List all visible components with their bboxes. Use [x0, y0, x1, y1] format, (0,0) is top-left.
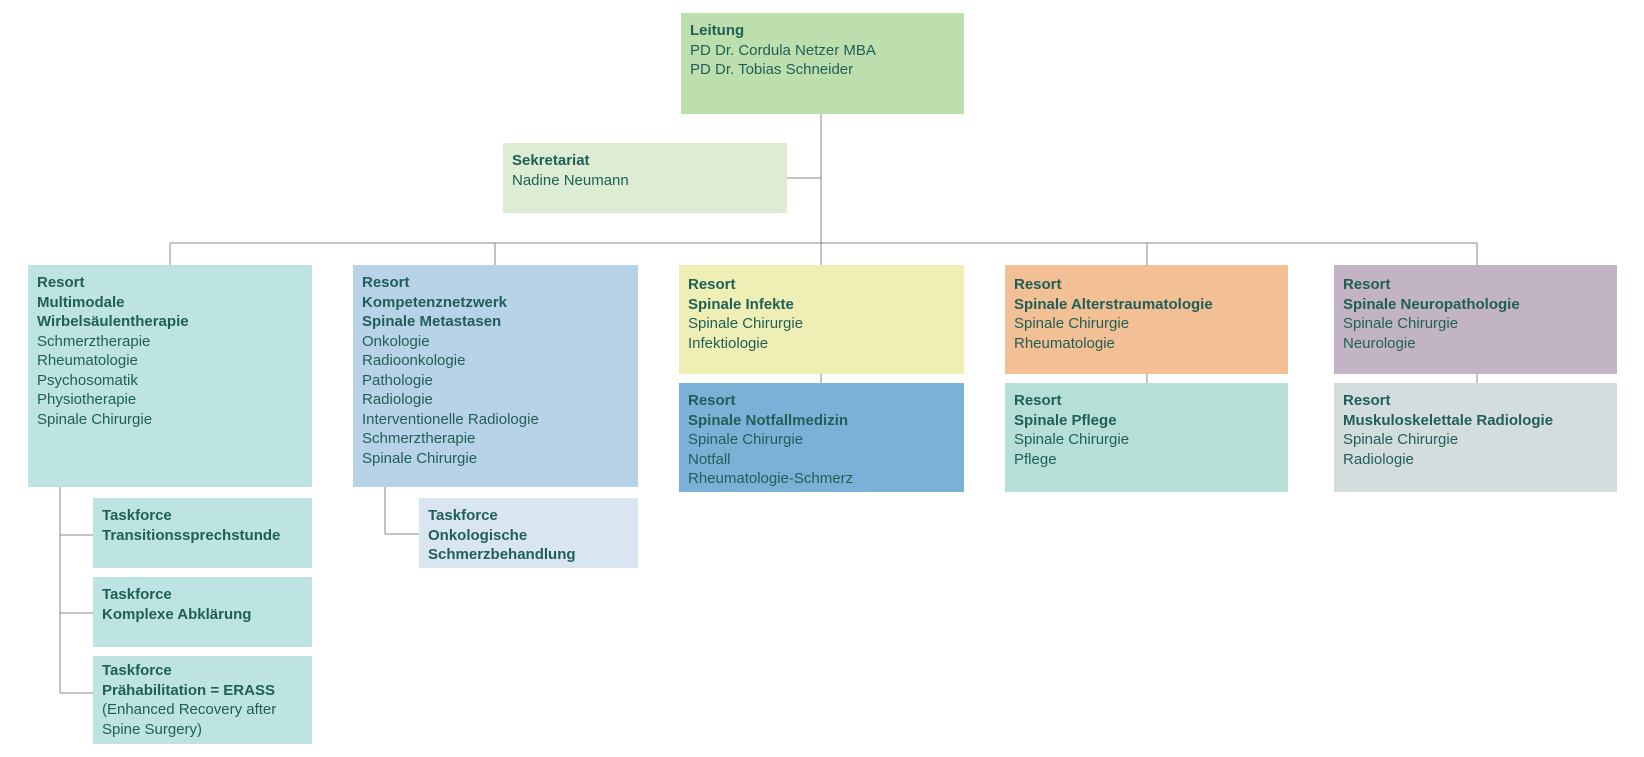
box-title-line: Taskforce — [102, 507, 172, 524]
box-item: Spinale Chirurgie — [1014, 315, 1130, 332]
box-item: (Enhanced Recovery after — [102, 701, 277, 718]
box-item: Radiologie — [1343, 450, 1414, 468]
box-item: Spinale Chirurgie — [1343, 315, 1459, 332]
sekretariat-box: Sekretariat Nadine Neumann — [503, 143, 787, 213]
leitung-member: PD Dr. Cordula Netzer MBA — [690, 41, 876, 59]
box-title-line: Resort — [1343, 276, 1391, 293]
box-item: Rheumatologie — [1014, 334, 1115, 352]
box-title-line: Schmerzbehandlung — [428, 546, 576, 563]
box-title-line: Spinale Neuropathologie — [1343, 295, 1520, 313]
box-title-line: Wirbelsäulentherapie — [37, 313, 189, 330]
box-item: Pflege — [1014, 450, 1057, 468]
box-title-line: Taskforce — [102, 662, 172, 679]
box-title-line: Kompetenznetzwerk — [362, 293, 508, 311]
box-item: Spinale Chirurgie — [362, 449, 478, 467]
box-title-line: Spinale Alterstraumatologie — [1014, 295, 1213, 313]
leitung-title: Leitung — [690, 22, 745, 39]
box-title-line: Transitionssprechstunde — [102, 526, 281, 544]
box-title-line: Resort — [688, 392, 736, 409]
box-item: Spinale Chirurgie — [37, 410, 153, 428]
box-title-line: Taskforce — [428, 507, 498, 524]
box-title-line: Komplexe Abklärung — [102, 605, 252, 623]
box-item: Notfall — [688, 450, 731, 468]
box-title-line: Multimodale — [37, 293, 125, 311]
box-title-line: Resort — [362, 274, 410, 291]
sekretariat-member: Nadine Neumann — [512, 171, 629, 189]
box-title-line: Spinale Metastasen — [362, 313, 502, 330]
box-title-line: Resort — [688, 276, 736, 293]
box-title-line: Prähabilitation = ERASS — [102, 681, 275, 699]
box-item: Pathologie — [362, 371, 433, 389]
box-title-line: Onkologische — [428, 526, 528, 544]
box-item: Spinale Chirurgie — [1014, 431, 1130, 448]
box-title-line: Muskuloskelettale Radiologie — [1343, 411, 1554, 429]
box-item: Spinale Chirurgie — [688, 315, 804, 332]
box-item: Neurologie — [1343, 334, 1416, 352]
box-item: Spinale Chirurgie — [688, 431, 804, 448]
box-title-line: Resort — [1014, 392, 1062, 409]
box-item: Rheumatologie — [37, 352, 138, 369]
box-item: Schmerztherapie — [362, 430, 476, 447]
box-item: Radiologie — [362, 391, 433, 408]
box-item: Interventionelle Radiologie — [362, 410, 539, 428]
sekretariat-title: Sekretariat — [512, 152, 590, 169]
box-title-line: Resort — [37, 274, 85, 291]
box-item: Radioonkologie — [362, 352, 466, 369]
box-item: Spine Surgery) — [102, 720, 203, 738]
box-item: Psychosomatik — [37, 371, 138, 389]
box-item: Infektiologie — [688, 334, 769, 352]
box-title-line: Spinale Notfallmedizin — [688, 411, 849, 429]
leitung-member: PD Dr. Tobias Schneider — [690, 61, 854, 78]
leitung-box: Leitung PD Dr. Cordula Netzer MBA PD Dr.… — [681, 13, 964, 114]
box-item: Rheumatologie-Schmerz — [688, 470, 854, 487]
box-item: Onkologie — [362, 332, 430, 350]
box-title-line: Resort — [1014, 276, 1062, 293]
box-title-line: Spinale Infekte — [688, 295, 794, 313]
box-item: Schmerztherapie — [37, 332, 151, 350]
box-item: Physiotherapie — [37, 391, 137, 408]
box-title-line: Resort — [1343, 392, 1391, 409]
box-title-line: Spinale Pflege — [1014, 411, 1117, 429]
box-title-line: Taskforce — [102, 586, 172, 603]
box-item: Spinale Chirurgie — [1343, 431, 1459, 448]
